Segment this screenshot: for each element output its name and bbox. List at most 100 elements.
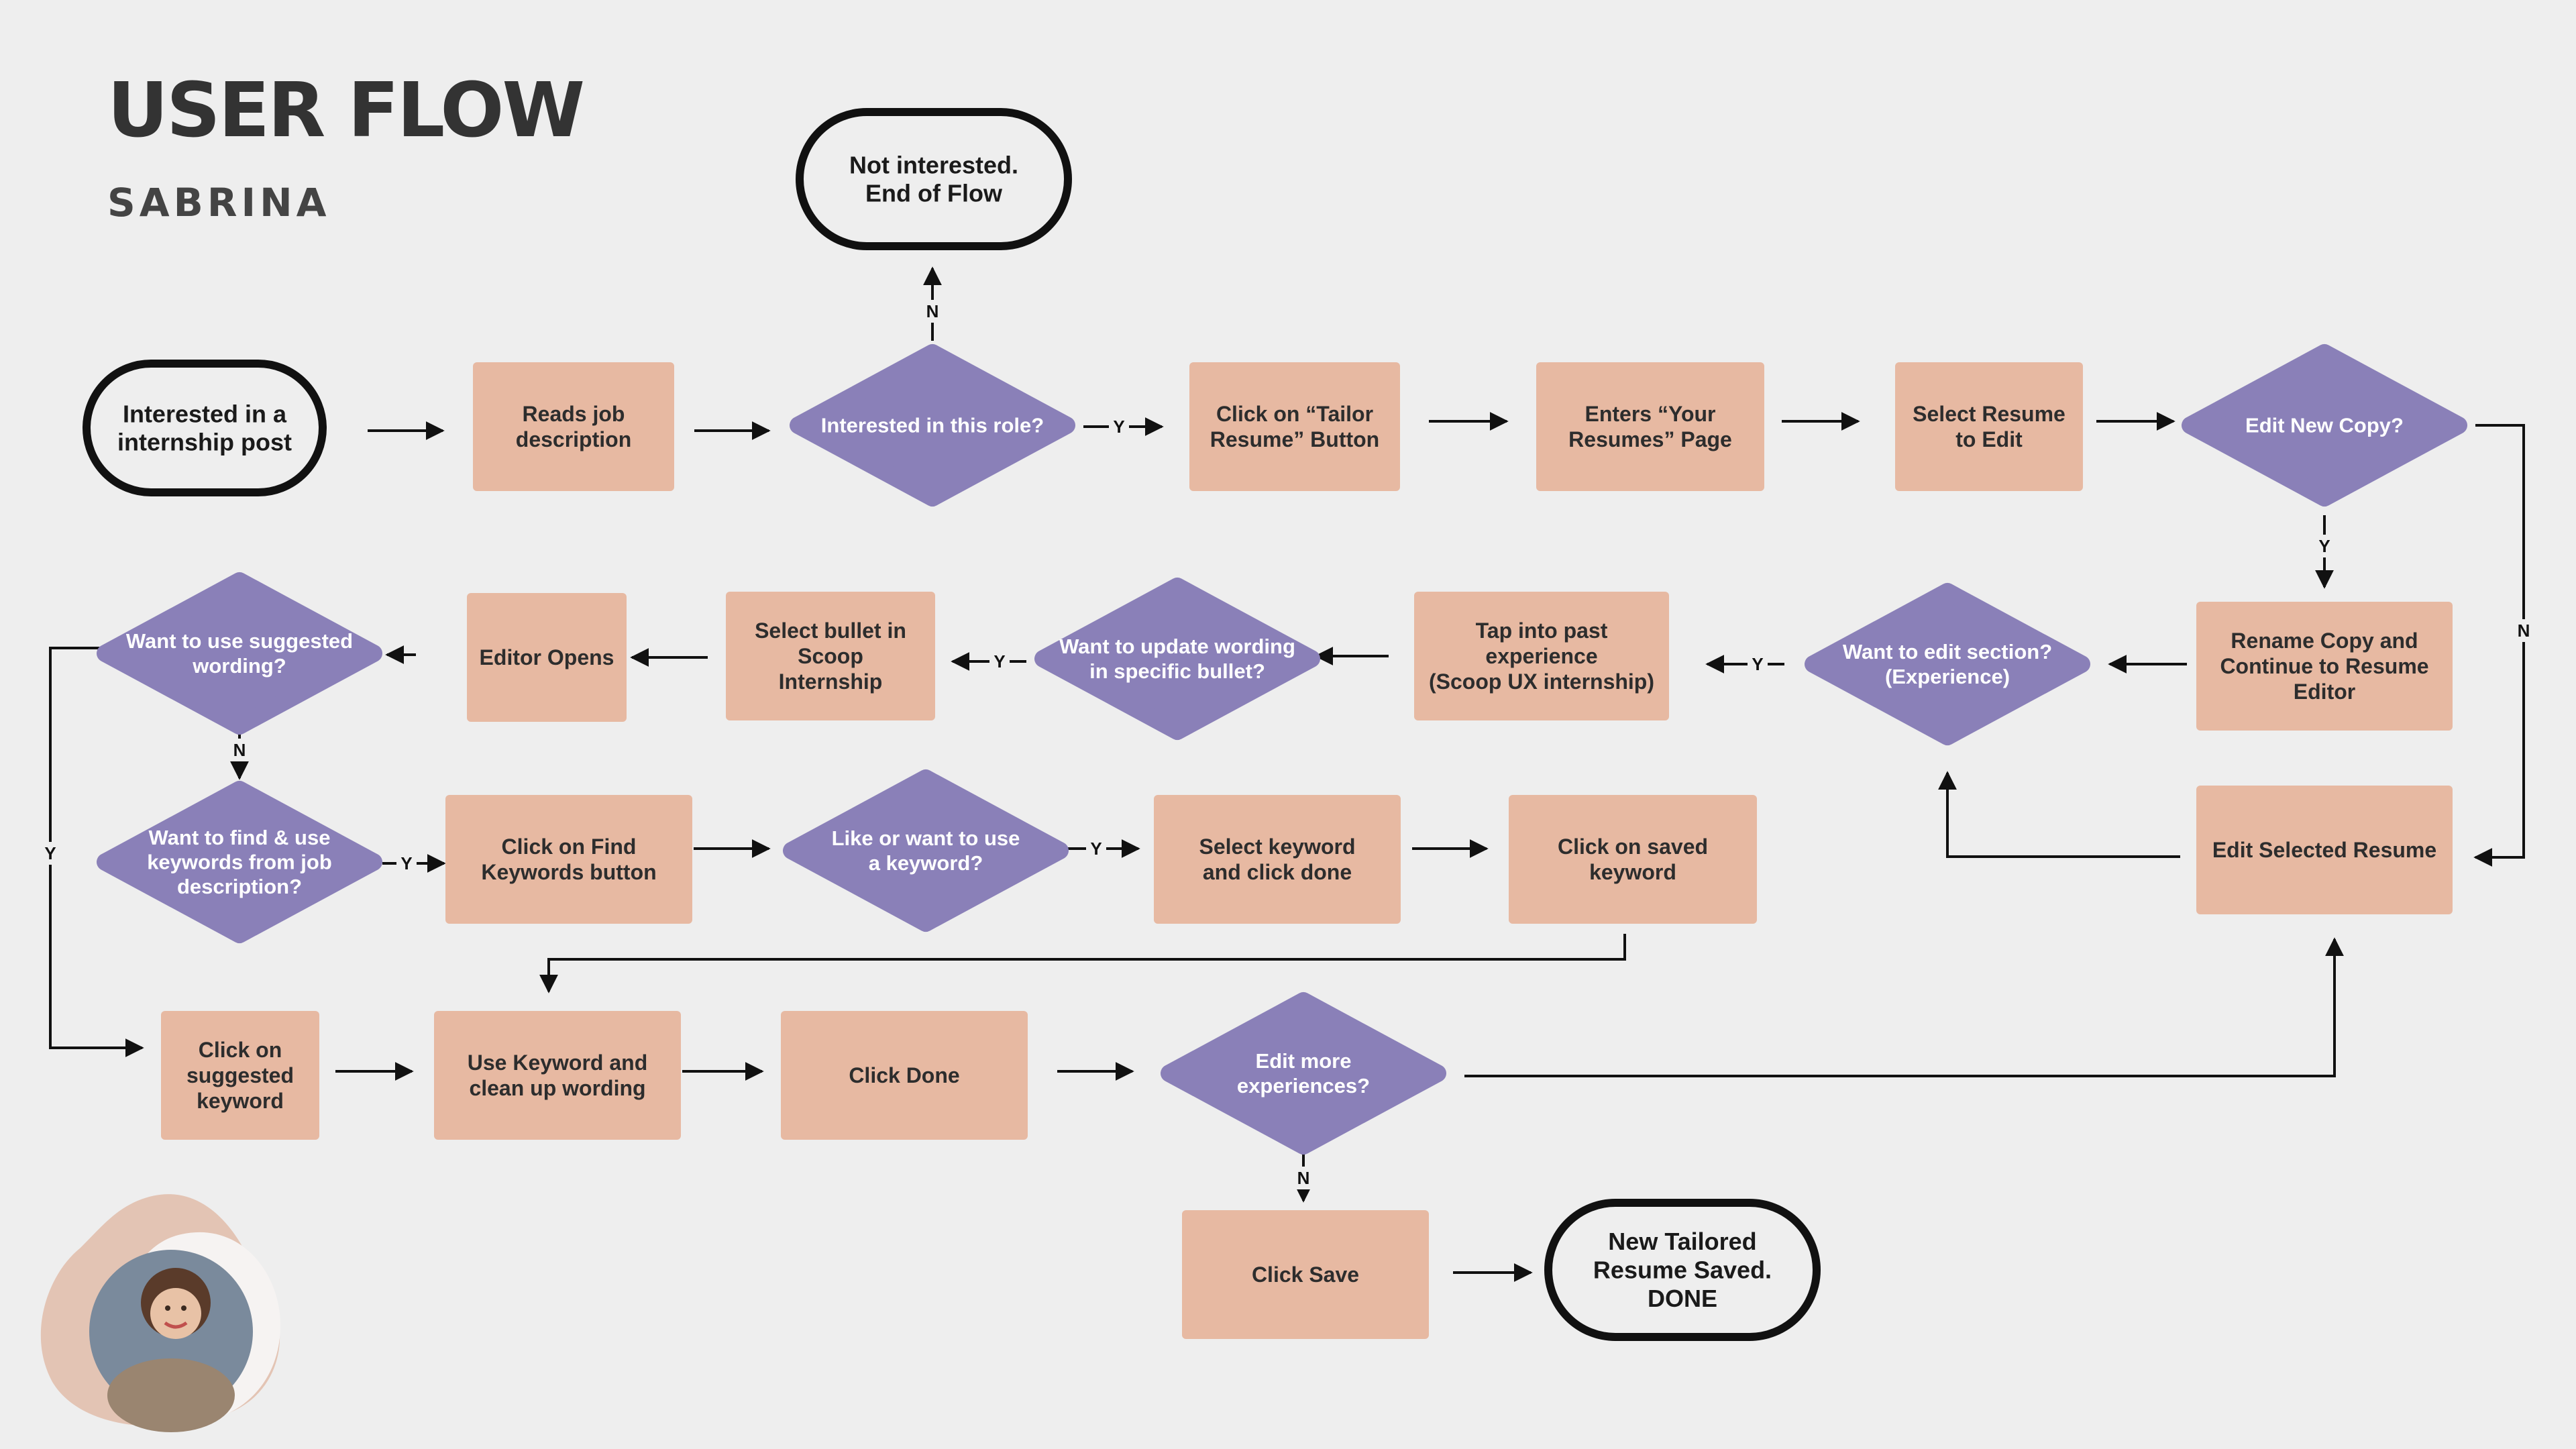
node-label-line: Resume” Button: [1210, 427, 1379, 451]
node-label-line: keyword: [1589, 860, 1676, 884]
process-box: [467, 593, 627, 722]
node-label-line: Click on Find: [502, 835, 637, 859]
edge-label-y: Y: [1752, 654, 1763, 674]
edge-label-bg: [989, 650, 1010, 673]
node-label-line: Resumes” Page: [1568, 427, 1732, 451]
edge-label-y: Y: [1113, 417, 1124, 437]
decision-diamond: [790, 344, 1075, 506]
node-label-line: Edit more: [1256, 1049, 1352, 1073]
node-label-line: in specific bullet?: [1089, 659, 1265, 683]
edge-edit_selected-to-edit_section: [1938, 771, 2180, 858]
node-label-line: Enters “Your: [1585, 402, 1716, 426]
process-box: [434, 1011, 681, 1140]
process-box: [445, 795, 692, 924]
edge-use_suggested-to-suggested_kw: Y: [40, 647, 144, 1057]
node-label-line: Like or want to use: [832, 826, 1020, 850]
node-label-line: wording?: [192, 654, 286, 678]
decision-diamond: [1161, 992, 1446, 1155]
node-label-line: Click on saved: [1558, 835, 1708, 859]
node-label-line: Scoop: [798, 644, 863, 668]
edge-edit_more-to-edit_selected: [1464, 937, 2344, 1077]
edge-label-bg: [1086, 837, 1106, 860]
node-label-line: Want to update wording: [1059, 635, 1295, 658]
process-box: [1189, 362, 1400, 491]
edge-label-bg: [229, 739, 250, 761]
node-label-line: (Experience): [1885, 665, 2010, 688]
edge-saved_keyword-to-use_keyword: [539, 934, 1626, 994]
edge-label-bg: [1293, 1167, 1313, 1189]
process-box: [1536, 362, 1764, 491]
avatar-body: [107, 1358, 235, 1432]
node-label-line: Select keyword: [1199, 835, 1356, 859]
node-label-line: Select bullet in: [755, 619, 906, 643]
process-box: [1182, 1210, 1429, 1339]
node-click-save: Click Save: [1182, 1210, 1429, 1339]
edge-interested_role-to-not_interested: N: [922, 266, 943, 341]
node-edit-selected: Edit Selected Resume: [2196, 786, 2453, 914]
node-label-line: Edit Selected Resume: [2212, 838, 2436, 862]
process-box: [726, 592, 935, 720]
edge-label-n: N: [926, 301, 939, 321]
decision-diamond: [1034, 578, 1320, 740]
edge-label-bg: [1109, 415, 1129, 438]
edge-like_keyword-to-select_keyword: Y: [1063, 837, 1140, 860]
edge-update_wording-to-select_bullet: Y: [951, 650, 1026, 673]
node-label-line: Interested in a: [123, 400, 287, 427]
node-label-line: experiences?: [1237, 1074, 1370, 1097]
node-label-line: Edit New Copy?: [2245, 414, 2404, 437]
node-label-line: DONE: [1648, 1285, 1717, 1312]
edge-interested_role-to-tailor_btn: Y: [1083, 415, 1164, 438]
edge-line: [539, 934, 1626, 994]
node-edit-section: Want to edit section?(Experience): [1805, 583, 2090, 745]
edge-label-bg: [40, 842, 60, 865]
avatar-eye-right: [181, 1305, 186, 1311]
node-label-line: Interested in this role?: [821, 414, 1044, 437]
node-label-line: Select Resume: [1913, 402, 2065, 426]
node-label-line: Click Save: [1252, 1263, 1359, 1287]
node-label-line: Want to use suggested: [126, 629, 353, 653]
page-title: USER FLOW: [107, 67, 585, 154]
process-box: [2196, 786, 2453, 914]
node-label-line: to Edit: [1955, 427, 2023, 451]
node-label-line: Internship: [779, 669, 883, 694]
edge-label-n: N: [2518, 621, 2530, 641]
terminal-pill: [796, 108, 1072, 250]
node-label-line: clean up wording: [469, 1076, 645, 1100]
edge-line: [1464, 937, 2344, 1077]
node-label-line: Resume Saved.: [1593, 1256, 1772, 1284]
node-label-line: Editor: [2294, 680, 2355, 704]
decision-diamond: [97, 781, 382, 943]
process-box: [1414, 592, 1669, 720]
node-label-line: keywords from job: [147, 851, 332, 874]
decision-diamond: [2182, 344, 2467, 506]
process-box: [2196, 602, 2453, 731]
process-box: [1509, 795, 1757, 924]
node-click-done: Click Done: [781, 1011, 1028, 1140]
edge-edit_section-to-tap_past: Y: [1705, 653, 1784, 676]
node-label-line: description?: [177, 875, 302, 898]
node-label-line: description: [516, 427, 631, 451]
edge-label-bg: [922, 300, 943, 323]
edge-edit_new_copy-to-edit_selected: N: [2473, 424, 2534, 867]
page-subtitle: SABRINA: [107, 180, 331, 225]
avatar-face: [150, 1288, 201, 1339]
node-label-line: Reads job: [523, 402, 625, 426]
edge-label-n: N: [233, 740, 246, 760]
avatar-eye-left: [165, 1305, 170, 1311]
